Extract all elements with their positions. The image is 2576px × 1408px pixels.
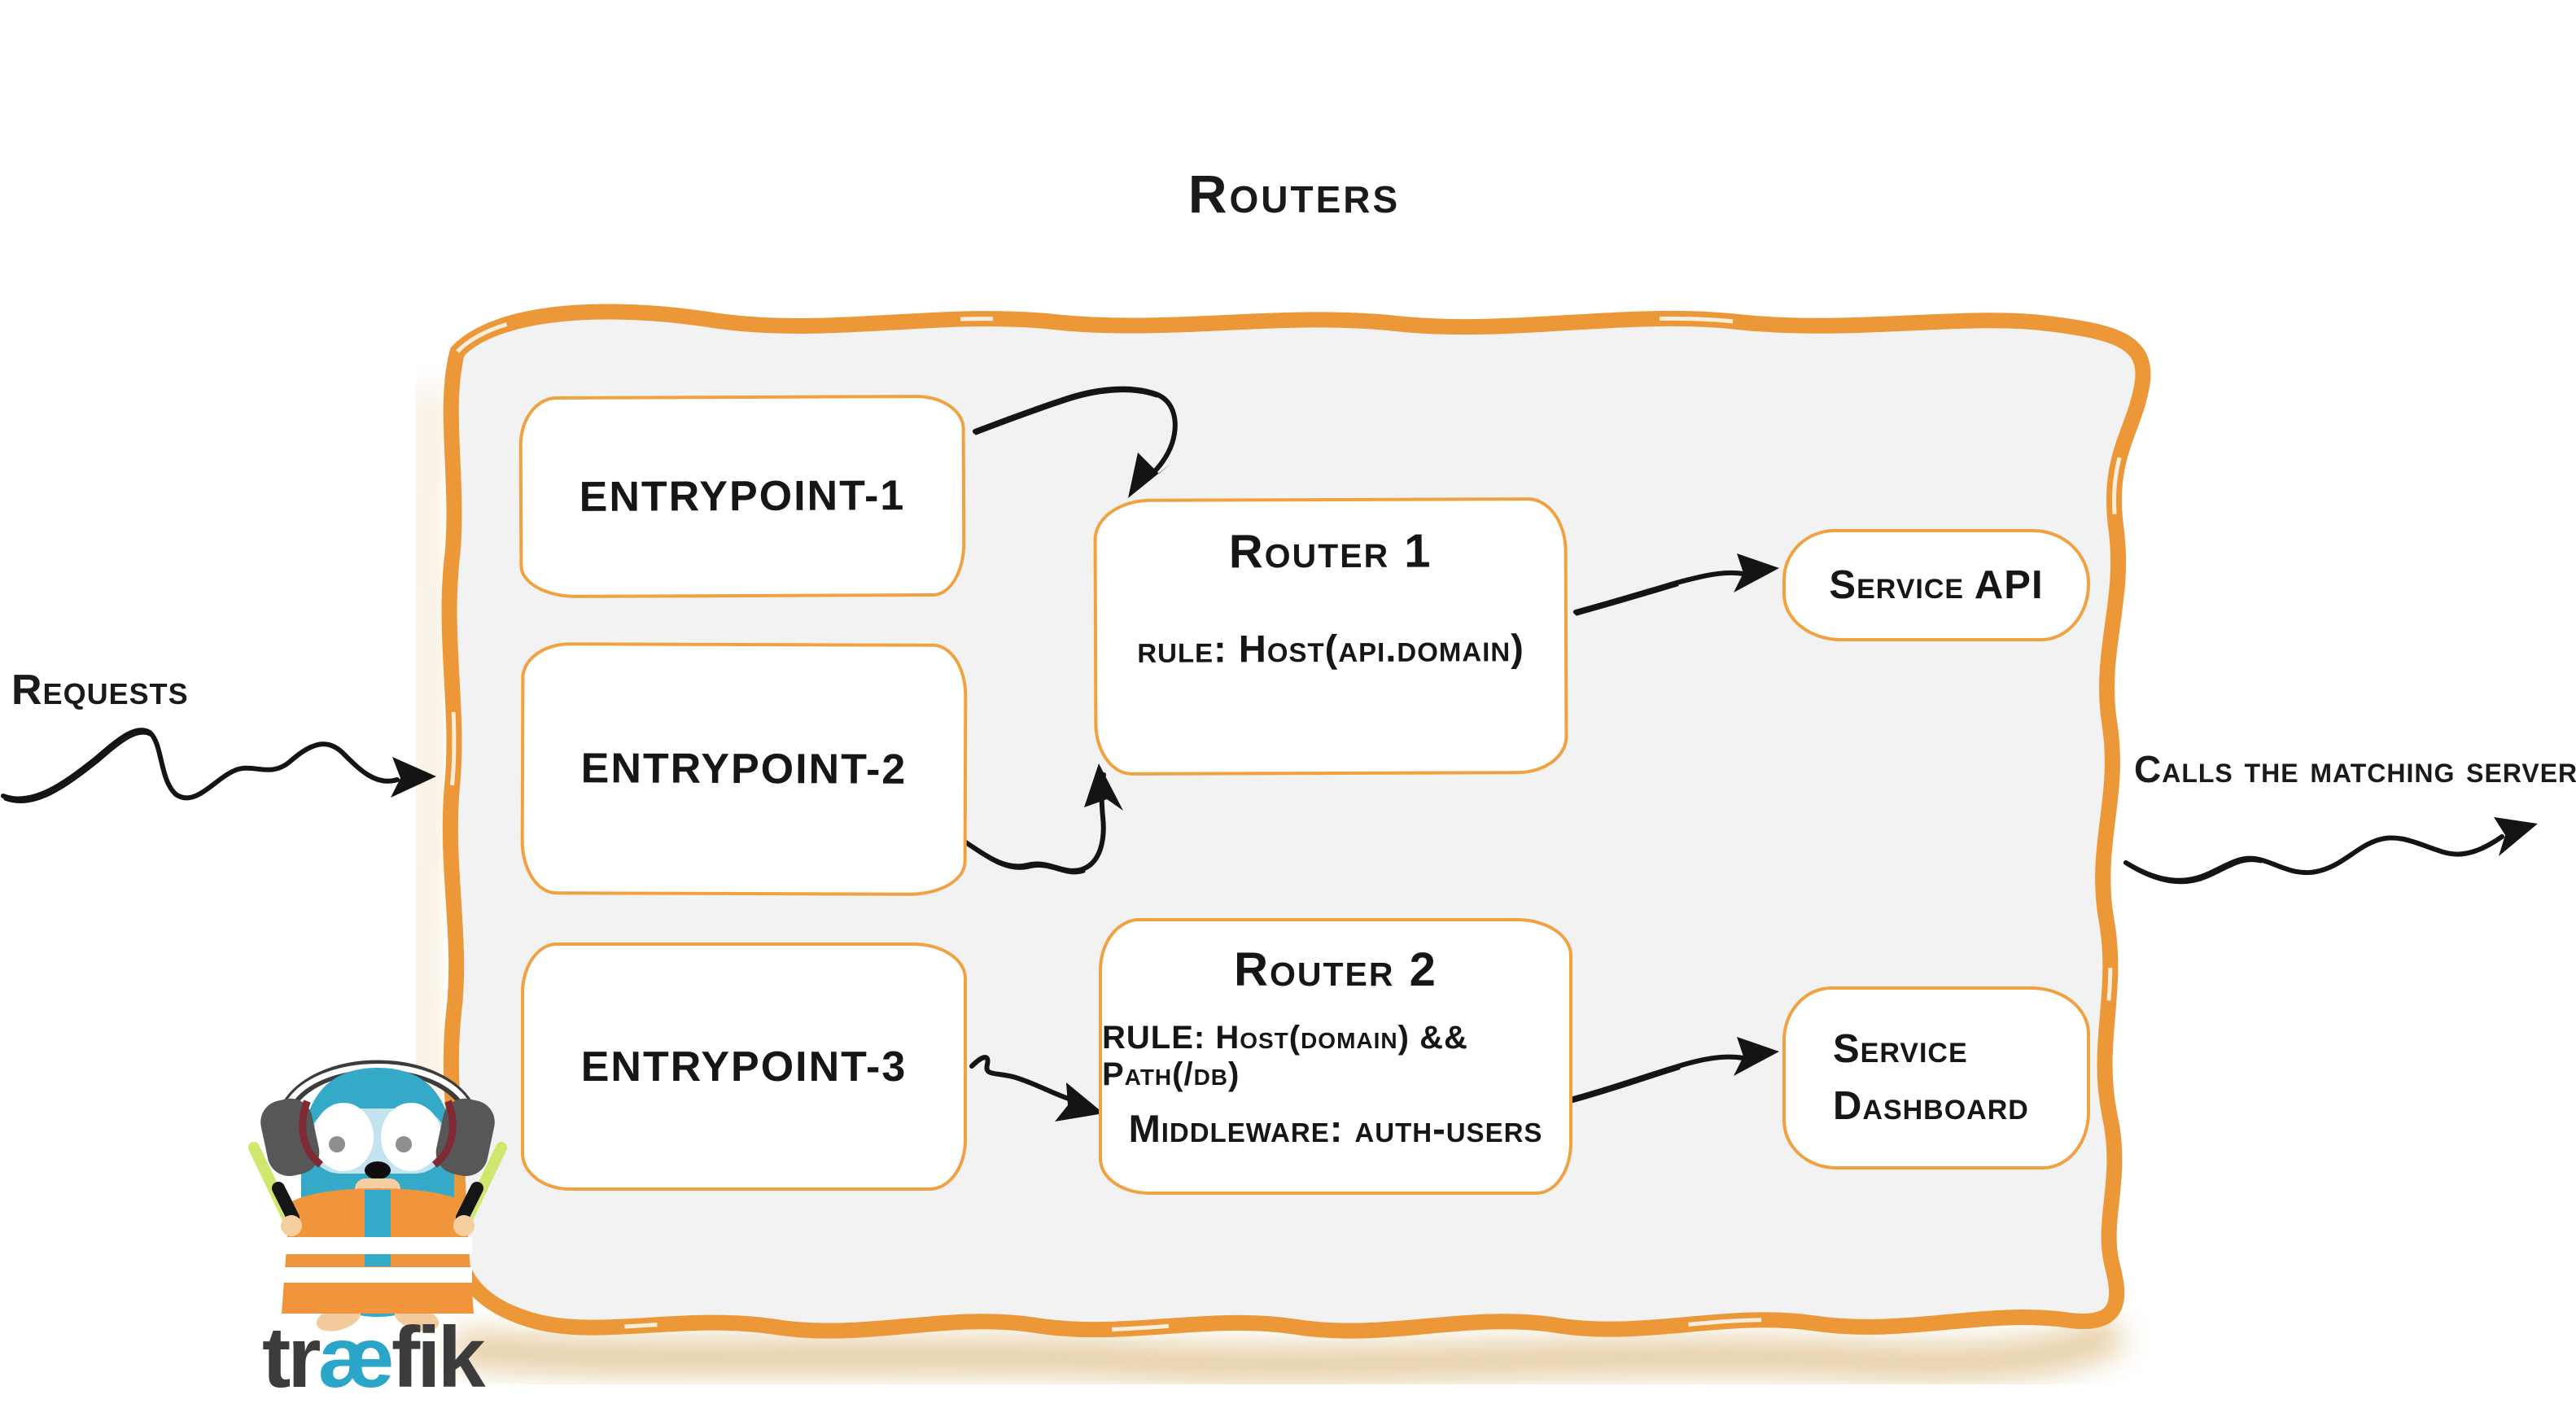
entrypoint1-to-router1-arrow bbox=[973, 386, 1178, 498]
router2-to-dashboard-arrow bbox=[1565, 1037, 1779, 1104]
wordmark-tr: tr bbox=[262, 1310, 321, 1406]
entrypoint-1-box: entrypoint-1 bbox=[518, 394, 966, 599]
entrypoint-2-label: entrypoint-2 bbox=[580, 745, 908, 794]
router-1-rule: rule: Host(api.domain) bbox=[1137, 626, 1524, 671]
service-dashboard-box: Service Dashboard bbox=[1782, 986, 2090, 1170]
entrypoint-2-box: entrypoint-2 bbox=[520, 642, 968, 896]
wordmark-ae: æ bbox=[317, 1310, 395, 1406]
entrypoint2-to-router1-arrow bbox=[960, 763, 1123, 875]
traefik-gopher-mascot bbox=[248, 1060, 507, 1331]
left-hand bbox=[281, 1215, 302, 1236]
left-eye bbox=[329, 1136, 345, 1152]
entrypoint-3-box: entrypoint-3 bbox=[521, 942, 967, 1191]
left-ear-cup bbox=[260, 1098, 324, 1176]
vest-stripe bbox=[283, 1237, 472, 1254]
router-2-middleware: Middleware: auth-users bbox=[1128, 1107, 1543, 1150]
service-api-label: Service API bbox=[1829, 563, 2044, 607]
entrypoint3-to-router2-arrow bbox=[969, 1055, 1104, 1122]
router-1-box: Router 1 rule: Host(api.domain) bbox=[1093, 496, 1568, 776]
right-ear-cup bbox=[431, 1098, 495, 1176]
router1-to-serviceapi-arrow bbox=[1573, 553, 1779, 616]
right-hand bbox=[453, 1215, 475, 1236]
service-api-box: Service API bbox=[1782, 529, 2090, 641]
requests-arrow bbox=[1, 728, 436, 804]
entrypoint-3-label: entrypoint-3 bbox=[580, 1043, 908, 1091]
traefik-wordmark: træfik bbox=[262, 1309, 486, 1407]
calls-arrow bbox=[2123, 817, 2538, 885]
router-2-rule: RULE: Host(domain) && Path(/db) bbox=[1102, 1020, 1468, 1092]
router-2-box: Router 2 RULE: Host(domain) && Path(/db)… bbox=[1099, 918, 1572, 1195]
vest-stripe bbox=[283, 1267, 472, 1283]
calls-matching-server-label: Calls the matching server bbox=[2134, 748, 2576, 790]
router-2-title: Router 2 bbox=[1234, 943, 1437, 996]
diagram-title: Routers bbox=[1187, 164, 1401, 224]
service-dashboard-label: Service Dashboard bbox=[1833, 1026, 2029, 1128]
router-1-title: Router 1 bbox=[1228, 524, 1432, 579]
nose bbox=[365, 1161, 391, 1179]
requests-label: Requests bbox=[11, 667, 189, 714]
right-eye bbox=[396, 1136, 412, 1152]
wordmark-fik: fik bbox=[391, 1310, 486, 1406]
entrypoint-1-label: entrypoint-1 bbox=[579, 472, 906, 521]
